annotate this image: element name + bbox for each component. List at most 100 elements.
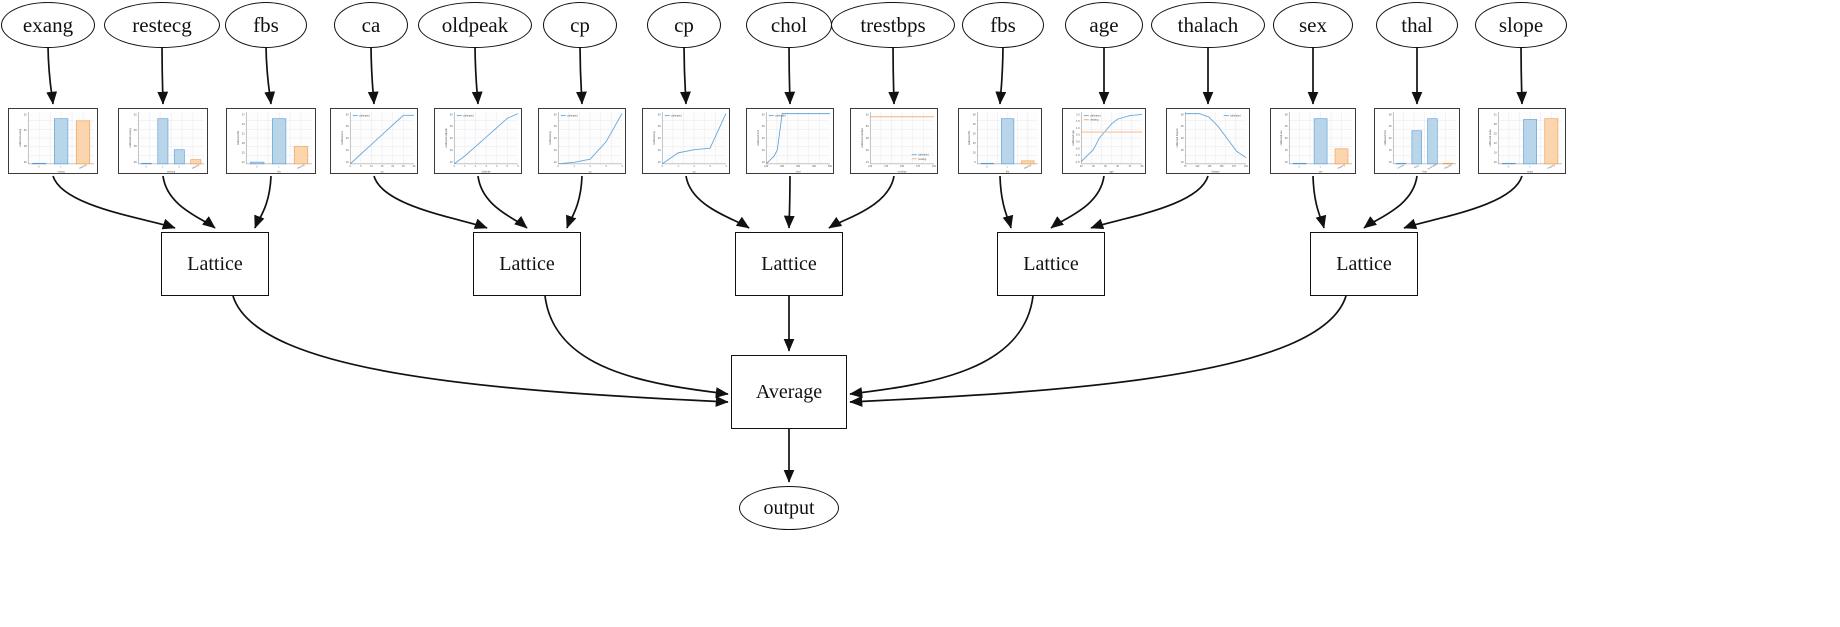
svg-text:75: 75 [1184, 166, 1187, 168]
svg-text:10: 10 [370, 166, 373, 168]
feature-node-cp-6[interactable]: cp [647, 2, 721, 48]
svg-text:1: 1 [1529, 166, 1532, 169]
lattice-node-4[interactable]: Lattice [1310, 232, 1418, 296]
svg-text:26: 26 [134, 160, 137, 164]
average-node[interactable]: Average [731, 355, 847, 429]
lattice-label: Lattice [1336, 252, 1392, 275]
svg-text:28: 28 [24, 144, 27, 148]
feature-node-fbs-2[interactable]: fbs [225, 2, 307, 48]
svg-text:25: 25 [1389, 124, 1392, 128]
feature-node-restecg-1[interactable]: restecg [104, 2, 220, 48]
feature-node-oldpeak-4[interactable]: oldpeak [418, 2, 532, 48]
svg-text:sex: sex [1319, 170, 1324, 173]
svg-text:calibrated chol: calibrated chol [757, 130, 760, 146]
svg-text:10: 10 [762, 160, 765, 164]
svg-text:3: 3 [485, 166, 487, 168]
svg-text:fbs: fbs [277, 170, 281, 173]
feature-label: trestbps [860, 12, 926, 37]
lattice-node-2[interactable]: Lattice [735, 232, 843, 296]
graph-edge [232, 295, 729, 407]
feature-node-ca-3[interactable]: ca [334, 2, 408, 48]
output-node[interactable]: output [739, 486, 839, 530]
svg-text:25: 25 [1181, 124, 1184, 128]
feature-node-chol-7[interactable]: chol [746, 2, 832, 48]
svg-text:1: 1 [278, 166, 281, 169]
graph-edge [999, 175, 1014, 229]
svg-text:150: 150 [1220, 166, 1225, 168]
svg-text:15: 15 [973, 141, 976, 145]
feature-node-thalach-11[interactable]: thalach [1151, 2, 1265, 48]
svg-text:15: 15 [658, 148, 661, 152]
svg-text:calibrated: calibrated [918, 154, 929, 157]
svg-text:300: 300 [796, 166, 801, 168]
svg-text:10: 10 [1285, 160, 1288, 164]
svg-text:15: 15 [450, 148, 453, 152]
svg-text:500: 500 [828, 166, 833, 168]
svg-text:missing: missing [1338, 164, 1347, 170]
lattice-node-1[interactable]: Lattice [473, 232, 581, 296]
svg-text:-0.5: -0.5 [1075, 146, 1080, 150]
svg-text:12: 12 [242, 160, 245, 164]
feature-node-age-10[interactable]: age [1065, 2, 1143, 48]
graph-edge [576, 45, 587, 105]
lattice-node-3[interactable]: Lattice [997, 232, 1105, 296]
svg-text:1: 1 [1320, 166, 1323, 169]
feature-node-thal-13[interactable]: thal [1376, 2, 1458, 48]
svg-text:1: 1 [162, 166, 165, 169]
svg-text:slope: slope [1527, 170, 1534, 173]
svg-text:calibrated cp: calibrated cp [653, 130, 656, 144]
feature-node-fbs-9[interactable]: fbs [962, 2, 1044, 48]
lattice-label: Lattice [187, 252, 243, 275]
svg-text:20: 20 [973, 131, 976, 135]
lattice-label: Lattice [499, 252, 555, 275]
svg-text:24: 24 [242, 122, 245, 126]
svg-text:200: 200 [932, 166, 937, 168]
feature-node-cp-5[interactable]: cp [543, 2, 617, 48]
svg-text:175: 175 [1232, 166, 1237, 168]
svg-text:28: 28 [866, 136, 869, 140]
svg-text:20: 20 [1389, 136, 1392, 140]
feature-node-sex-12[interactable]: sex [1273, 2, 1353, 48]
svg-text:20: 20 [391, 166, 394, 168]
svg-text:100: 100 [868, 166, 873, 168]
svg-text:15: 15 [1389, 148, 1392, 152]
feature-node-trestbps-8[interactable]: trestbps [831, 2, 955, 48]
svg-text:10: 10 [1181, 160, 1184, 164]
feature-node-exang-0[interactable]: exang [1, 2, 95, 48]
graph-edge [995, 45, 1007, 105]
svg-text:-1.0: -1.0 [1075, 153, 1080, 157]
lattice-node-0[interactable]: Lattice [161, 232, 269, 296]
svg-text:20: 20 [1181, 136, 1184, 140]
svg-text:22: 22 [1494, 141, 1497, 145]
feature-node-slope-14[interactable]: slope [1475, 2, 1567, 48]
output-label: output [763, 496, 815, 519]
svg-text:15: 15 [381, 166, 384, 168]
svg-text:25: 25 [1285, 124, 1288, 128]
graph-edge [1363, 175, 1418, 229]
svg-text:calibrated: calibrated [671, 115, 682, 118]
svg-text:125: 125 [1208, 166, 1213, 168]
svg-text:0: 0 [454, 166, 456, 168]
